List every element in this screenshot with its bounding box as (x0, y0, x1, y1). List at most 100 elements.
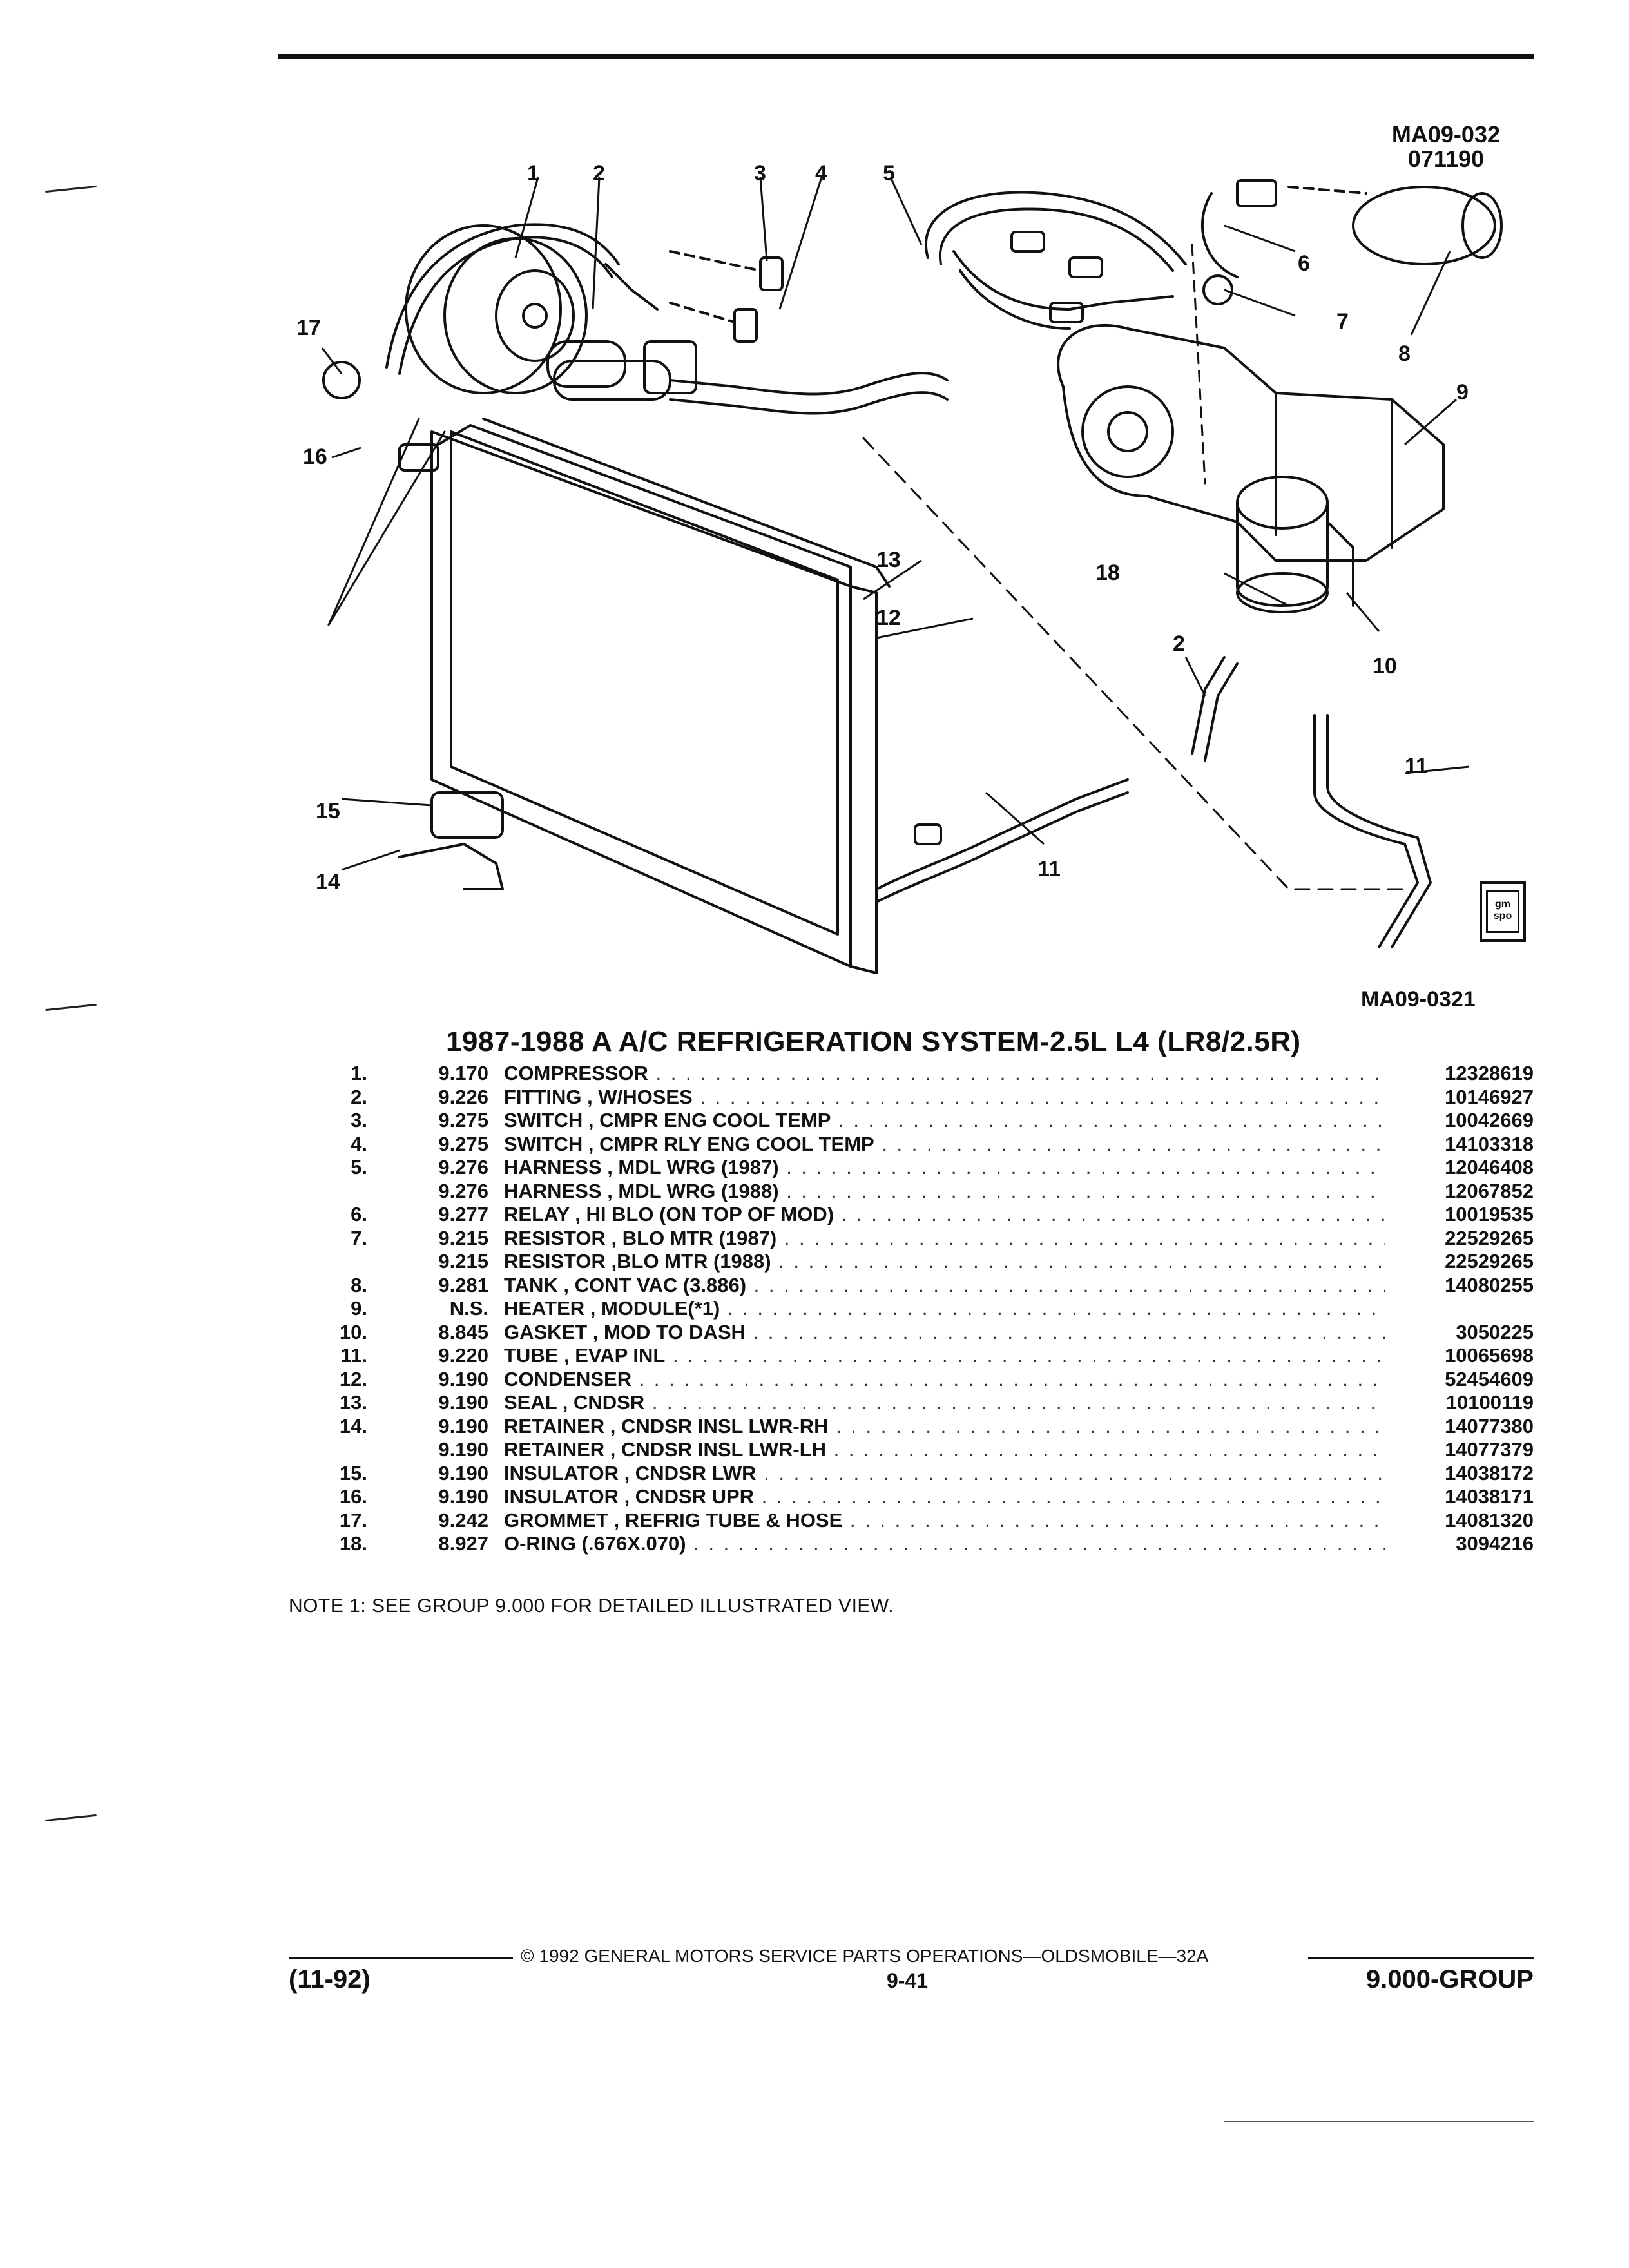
callout-number: 7 (1336, 309, 1349, 334)
part-description: INSULATOR , CNDSR UPR (504, 1485, 1385, 1508)
part-description: INSULATOR , CNDSR LWR (504, 1462, 1385, 1485)
group-number: 9.190 (438, 1414, 488, 1437)
copyright-text: © 1992 GENERAL MOTORS SERVICE PARTS OPER… (521, 1946, 1209, 1966)
item-number: 5. (351, 1156, 367, 1178)
part-description: SEAL , CNDSR (504, 1391, 1385, 1414)
group-number: 8.845 (438, 1320, 488, 1343)
scan-mark (45, 185, 97, 193)
part-number: 14038171 (1445, 1485, 1534, 1508)
group-number: 9.220 (438, 1344, 488, 1367)
callout-number: 9 (1456, 380, 1469, 405)
part-description: COMPRESSOR (504, 1062, 1385, 1085)
part-number: 22529265 (1445, 1250, 1534, 1273)
group-number: 9.190 (438, 1485, 488, 1508)
callout-number: 8 (1398, 341, 1411, 366)
part-number: 10065698 (1445, 1344, 1534, 1367)
callout-number: 10 (1373, 654, 1397, 678)
figure-code-line-1: MA09-032 (1391, 121, 1500, 148)
revision-date: (11-92) (289, 1965, 371, 1994)
part-description: O-RING (.676X.070) (504, 1532, 1385, 1555)
group-number: 9.170 (438, 1062, 488, 1084)
page-number: 9-41 (887, 1969, 929, 1992)
callout-number: 17 (296, 316, 321, 340)
fitting-hose-illustration (553, 340, 949, 415)
part-description: GASKET , MOD TO DASH (504, 1321, 1385, 1344)
footnote: NOTE 1: SEE GROUP 9.000 FOR DETAILED ILL… (289, 1595, 894, 1617)
logo-text-gm: gm (1495, 899, 1510, 910)
part-description: RETAINER , CNDSR INSL LWR-LH (504, 1438, 1385, 1461)
part-description: RESISTOR ,BLO MTR (1988) (504, 1250, 1385, 1273)
part-number: 52454609 (1445, 1367, 1534, 1390)
group-number: 9.190 (438, 1391, 488, 1414)
group-number: 9.226 (438, 1085, 488, 1108)
item-number: 10. (339, 1320, 367, 1343)
parts-row: 5. 9.276 HARNESS , MDL WRG (1987) 12046408 (309, 1156, 1534, 1180)
callout-number: 12 (876, 606, 901, 630)
item-number: 8. (351, 1273, 367, 1296)
part-number: 3094216 (1456, 1532, 1534, 1555)
part-description: FITTING , W/HOSES (504, 1086, 1385, 1109)
callout-number: 3 (754, 161, 766, 186)
group-label: 9.000-GROUP (1365, 1965, 1534, 1994)
group-number: 9.242 (438, 1508, 488, 1532)
part-description: CONDENSER (504, 1368, 1385, 1391)
part-number: 10042669 (1445, 1109, 1534, 1131)
callout-number: 14 (316, 870, 340, 894)
item-number: 12. (339, 1367, 367, 1390)
callout-number: 2 (593, 161, 605, 186)
logo-text-spo: spo (1493, 910, 1512, 921)
item-number: 6. (351, 1203, 367, 1225)
group-number: N.S. (449, 1297, 488, 1320)
group-number: 9.215 (438, 1226, 488, 1249)
item-number: 14. (339, 1414, 367, 1437)
callout-number: 2 (1173, 631, 1185, 656)
part-number: 14080255 (1445, 1273, 1534, 1296)
item-number: 1. (351, 1062, 367, 1084)
ac-system-diagram: 1 2 3 4 5 6 7 8 9 10 11 11 12 13 14 15 1… (296, 161, 1503, 974)
part-number: 14103318 (1445, 1132, 1534, 1155)
group-number: 9.190 (438, 1438, 488, 1461)
group-number: 9.281 (438, 1273, 488, 1296)
callout-number: 15 (316, 799, 340, 823)
footer-rule-left (289, 1957, 513, 1959)
gm-spo-logo: gm spo (1480, 881, 1526, 942)
item-number: 18. (339, 1532, 367, 1555)
callout-number: 6 (1298, 251, 1310, 276)
item-number: 17. (339, 1508, 367, 1532)
figure-code-bottom: MA09-0321 (1361, 987, 1476, 1012)
group-number: 8.927 (438, 1532, 488, 1555)
group-number: 9.276 (438, 1156, 488, 1178)
item-number: 7. (351, 1226, 367, 1249)
item-number: 11. (340, 1344, 367, 1367)
callout-number: 4 (815, 161, 827, 186)
scan-mark (45, 1814, 97, 1822)
group-number: 9.275 (438, 1109, 488, 1131)
figure-code-top: MA09-032 071190 (1392, 122, 1500, 171)
callout-number: 18 (1095, 561, 1120, 585)
item-number: 2. (351, 1085, 367, 1108)
part-number: 14038172 (1445, 1461, 1534, 1485)
part-description: GROMMET , REFRIG TUBE & HOSE (504, 1509, 1385, 1532)
part-description: SWITCH , CMPR ENG COOL TEMP (504, 1109, 1385, 1132)
item-number: 16. (339, 1485, 367, 1508)
part-description: HARNESS , MDL WRG (1987) (504, 1156, 1385, 1179)
condenser-illustration (430, 418, 891, 974)
part-number: 3050225 (1456, 1320, 1534, 1343)
callout-number: 11 (1405, 754, 1428, 778)
heater-module-illustration (1057, 323, 1445, 613)
parts-list: 1.9.170COMPRESSOR12328619 2.9.226FITTING… (309, 1062, 1534, 1556)
group-number: 9.276 (438, 1179, 488, 1202)
part-number: 10146927 (1445, 1085, 1534, 1108)
parts-row: 1.9.170COMPRESSOR12328619 (309, 1062, 1534, 1086)
part-number: 12046408 (1445, 1156, 1534, 1178)
